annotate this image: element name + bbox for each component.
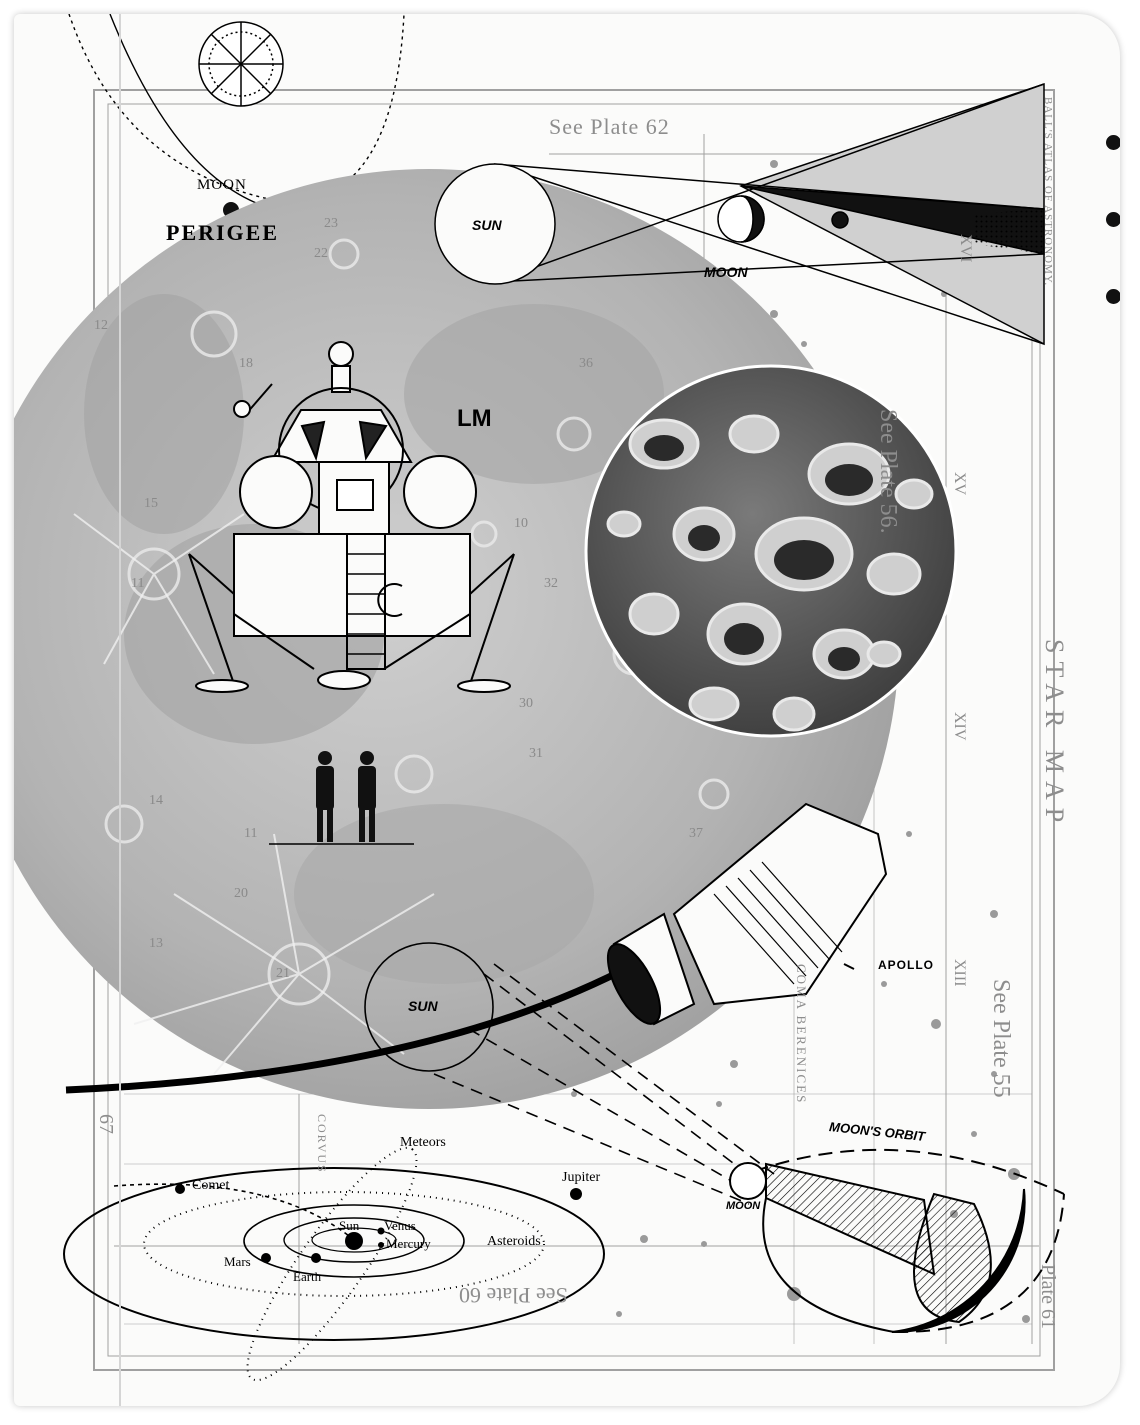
- meteors-label: Meteors: [400, 1135, 446, 1150]
- coma-berenices-label: COMA BERENICES: [794, 964, 809, 1105]
- sun-label: Sun: [339, 1218, 360, 1233]
- svg-text:12: 12: [94, 318, 108, 333]
- svg-text:36: 36: [579, 356, 593, 371]
- mars-label: Mars: [224, 1254, 251, 1269]
- svg-text:18: 18: [239, 356, 253, 371]
- see-plate-56-label: See Plate 56.: [875, 409, 901, 534]
- binder-hole-1: [1106, 135, 1120, 150]
- moon-eclipse-label: MOON: [704, 264, 748, 280]
- svg-text:21: 21: [276, 966, 290, 981]
- apollo-capsule: [606, 802, 888, 1026]
- svg-text:14: 14: [149, 793, 163, 808]
- see-plate-62-label: See Plate 62: [549, 114, 670, 139]
- svg-text:10: 10: [514, 516, 528, 531]
- svg-text:37: 37: [689, 826, 703, 841]
- plate-61-label: Plate 61: [1037, 1264, 1059, 1329]
- svg-text:13: 13: [149, 936, 163, 951]
- venus-label: Venus: [384, 1218, 416, 1233]
- moon-top-label: MOON: [197, 177, 247, 193]
- planet-dots: [175, 1184, 582, 1263]
- astronauts: [269, 751, 414, 845]
- comet-label: Comet: [192, 1178, 230, 1193]
- balls-atlas-label: BALL'S ATLAS OF ASTRONOMY.: [1042, 97, 1054, 287]
- svg-text:22: 22: [314, 246, 328, 261]
- svg-text:11: 11: [244, 826, 257, 841]
- sun-mid-label: SUN: [408, 998, 438, 1014]
- moon-bottom-label: MOON: [726, 1200, 761, 1212]
- svg-text:31: 31: [529, 746, 543, 761]
- notebook-cover: 12 18 15 11 14 11 20 13 21 22 23 36 30 31 37 32 10: [14, 14, 1120, 1406]
- svg-text:30: 30: [519, 696, 533, 711]
- earth-label: Earth: [293, 1269, 322, 1284]
- binder-hole-2: [1106, 212, 1120, 227]
- jupiter-label: Jupiter: [562, 1170, 601, 1185]
- mercury-label: Mercury: [386, 1236, 431, 1251]
- moons-orbit-diagram: [729, 1148, 1065, 1334]
- perigee-label: PERIGEE: [166, 220, 280, 245]
- roman-xv-label: XV: [951, 472, 968, 496]
- eclipse-diagram: [434, 82, 1045, 346]
- crater-photo: [584, 364, 958, 738]
- apollo-label: APOLLO: [878, 958, 934, 972]
- binder-hole-3: [1106, 289, 1120, 304]
- see-plate-55-label: See Plate 55: [988, 979, 1014, 1098]
- lm-label: LM: [457, 405, 492, 432]
- sun-top-label: SUN: [472, 217, 502, 233]
- svg-text:23: 23: [324, 216, 338, 231]
- small-globe: [198, 21, 284, 107]
- star-map-label: STAR MAP: [1040, 639, 1069, 831]
- svg-text:32: 32: [544, 576, 558, 591]
- svg-text:15: 15: [144, 496, 158, 511]
- asteroids-label: Asteroids: [487, 1234, 541, 1249]
- collage-art: 12 18 15 11 14 11 20 13 21 22 23 36 30 31 37 32 10: [14, 14, 1065, 1406]
- svg-text:11: 11: [131, 576, 144, 591]
- plate-number-67: 67: [95, 1114, 117, 1134]
- lunar-module: [188, 341, 515, 693]
- see-plate-60-label: See Plate 60: [459, 1283, 568, 1308]
- svg-text:20: 20: [234, 886, 248, 901]
- roman-xiv-label: XIV: [951, 712, 968, 741]
- roman-xvi-label: XVI: [957, 234, 974, 263]
- solar-system-diagram: [63, 1146, 605, 1382]
- roman-xiii-label: XIII: [951, 959, 968, 987]
- trajectory: [65, 942, 775, 1205]
- corvus-label: CORVUS: [315, 1114, 329, 1174]
